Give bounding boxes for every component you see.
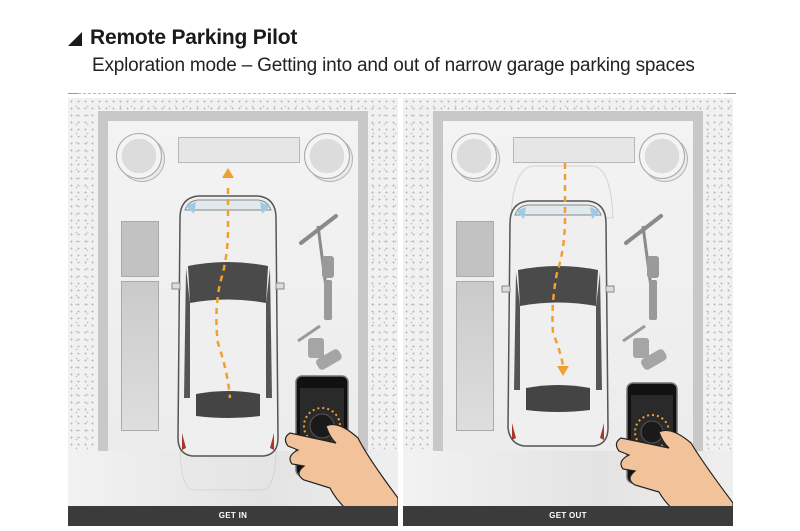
cabinet [121,281,159,431]
title-triangle-icon [68,32,82,46]
path-line [215,188,232,399]
page-subtitle: Exploration mode – Getting into and out … [92,55,695,76]
car-icon [501,200,615,447]
panel-get-out: GET OUT [403,98,733,526]
header: Remote Parking Pilot Exploration mode – … [68,24,695,76]
panel-get-in: GET IN [68,98,398,526]
scene-graphics [171,168,398,526]
cabinet [456,221,494,277]
scene-graphics [501,163,733,526]
page-title: Remote Parking Pilot [90,26,298,49]
cabinet [456,281,494,431]
tire-icon [116,133,162,179]
car-icon [171,195,285,457]
tire-icon [304,133,350,179]
tire-icon [639,133,685,179]
path-arrow-icon [557,366,569,376]
get-out-label: GET OUT [403,506,733,526]
path-line [551,163,567,367]
tricycle-icon [622,324,667,370]
cabinet [121,221,159,277]
tricycle-icon [297,324,342,370]
shelf [178,137,300,163]
shelf [513,137,635,163]
path-arrow-icon [222,168,234,178]
bicycle-icon [624,214,663,320]
bicycle-icon [299,214,338,320]
tire-icon [451,133,497,179]
divider [68,93,736,94]
get-in-label: GET IN [68,506,398,526]
